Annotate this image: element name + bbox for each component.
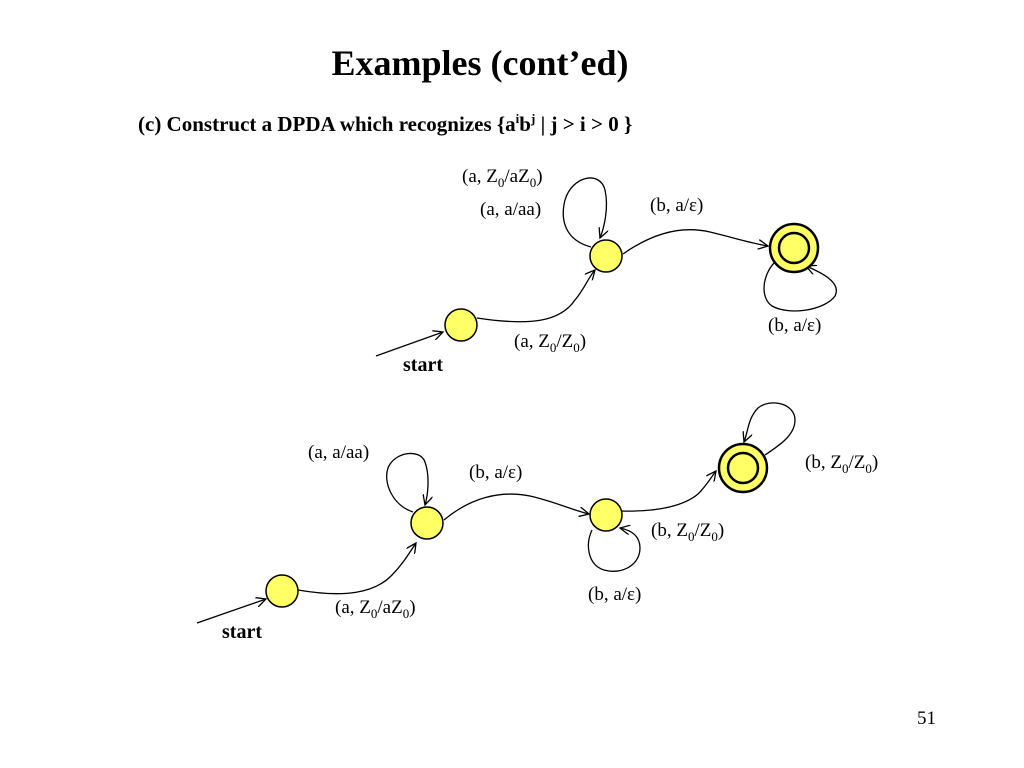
d2-edge-q2-q3	[621, 471, 716, 512]
d2-edge-q2-q3-label: (b, Z0/Z0)	[651, 520, 724, 544]
d2-loop-q3	[744, 402, 796, 456]
statement-suffix: | j > i > 0 }	[535, 112, 633, 136]
d2-loop-q1-label: (a, a/aa)	[308, 442, 369, 463]
d1-state-q0	[444, 308, 478, 342]
d1-loop-q2	[763, 261, 837, 312]
d2-edge-q1-q2	[443, 493, 589, 521]
exponent-i: i	[515, 111, 520, 126]
diagram-1: start (a, Z0/Z0) (a, Z0/aZ0) (a, a/aa) (…	[375, 166, 837, 376]
d2-state-q3-final-inner	[726, 451, 760, 485]
d2-loop-q2-label: (b, a/ε)	[588, 584, 641, 605]
d2-loop-q2	[587, 528, 641, 572]
problem-statement: (c) Construct a DPDA which recognizes {a…	[138, 111, 632, 137]
d2-loop-q1	[386, 452, 428, 513]
diagram-2: start (a, Z0/aZ0) (a, a/aa) (b, a/ε) (b,…	[196, 402, 878, 643]
d1-start-arrow	[375, 332, 443, 357]
d1-loop-q1-label-line1: (a, Z0/aZ0)	[462, 166, 543, 190]
d1-edge-q1-q2-label: (b, a/ε)	[650, 195, 703, 216]
page-number: 51	[917, 708, 936, 729]
d1-edge-q0-q1	[476, 270, 595, 323]
d1-start-label: start	[403, 354, 443, 376]
d2-loop-q3-label: (b, Z0/Z0)	[805, 452, 878, 476]
slide-title: Examples (cont’ed)	[331, 43, 629, 83]
statement-prefix: (c) Construct a DPDA which recognizes {a	[138, 112, 516, 136]
statement-b: b	[519, 112, 531, 136]
d1-loop-q2-label: (b, a/ε)	[768, 315, 821, 336]
d2-state-q0	[265, 574, 299, 608]
d1-state-q1	[589, 239, 623, 273]
d2-edge-q0-q1	[297, 543, 416, 595]
d2-state-q1	[410, 506, 444, 540]
d1-edge-q1-q2	[622, 229, 768, 255]
d2-start-label: start	[222, 621, 262, 643]
d2-state-q2	[589, 498, 623, 532]
d1-state-q2-final-inner	[777, 231, 811, 265]
d1-edge-q0-q1-label: (a, Z0/Z0)	[514, 331, 586, 355]
d1-loop-q1-label-line2: (a, a/aa)	[480, 199, 541, 220]
d2-start-arrow	[196, 599, 266, 624]
d2-edge-q0-q1-label: (a, Z0/aZ0)	[335, 597, 416, 621]
exponent-j: j	[530, 111, 536, 126]
d2-edge-q1-q2-label: (b, a/ε)	[469, 462, 522, 483]
d1-loop-q1	[562, 177, 606, 248]
